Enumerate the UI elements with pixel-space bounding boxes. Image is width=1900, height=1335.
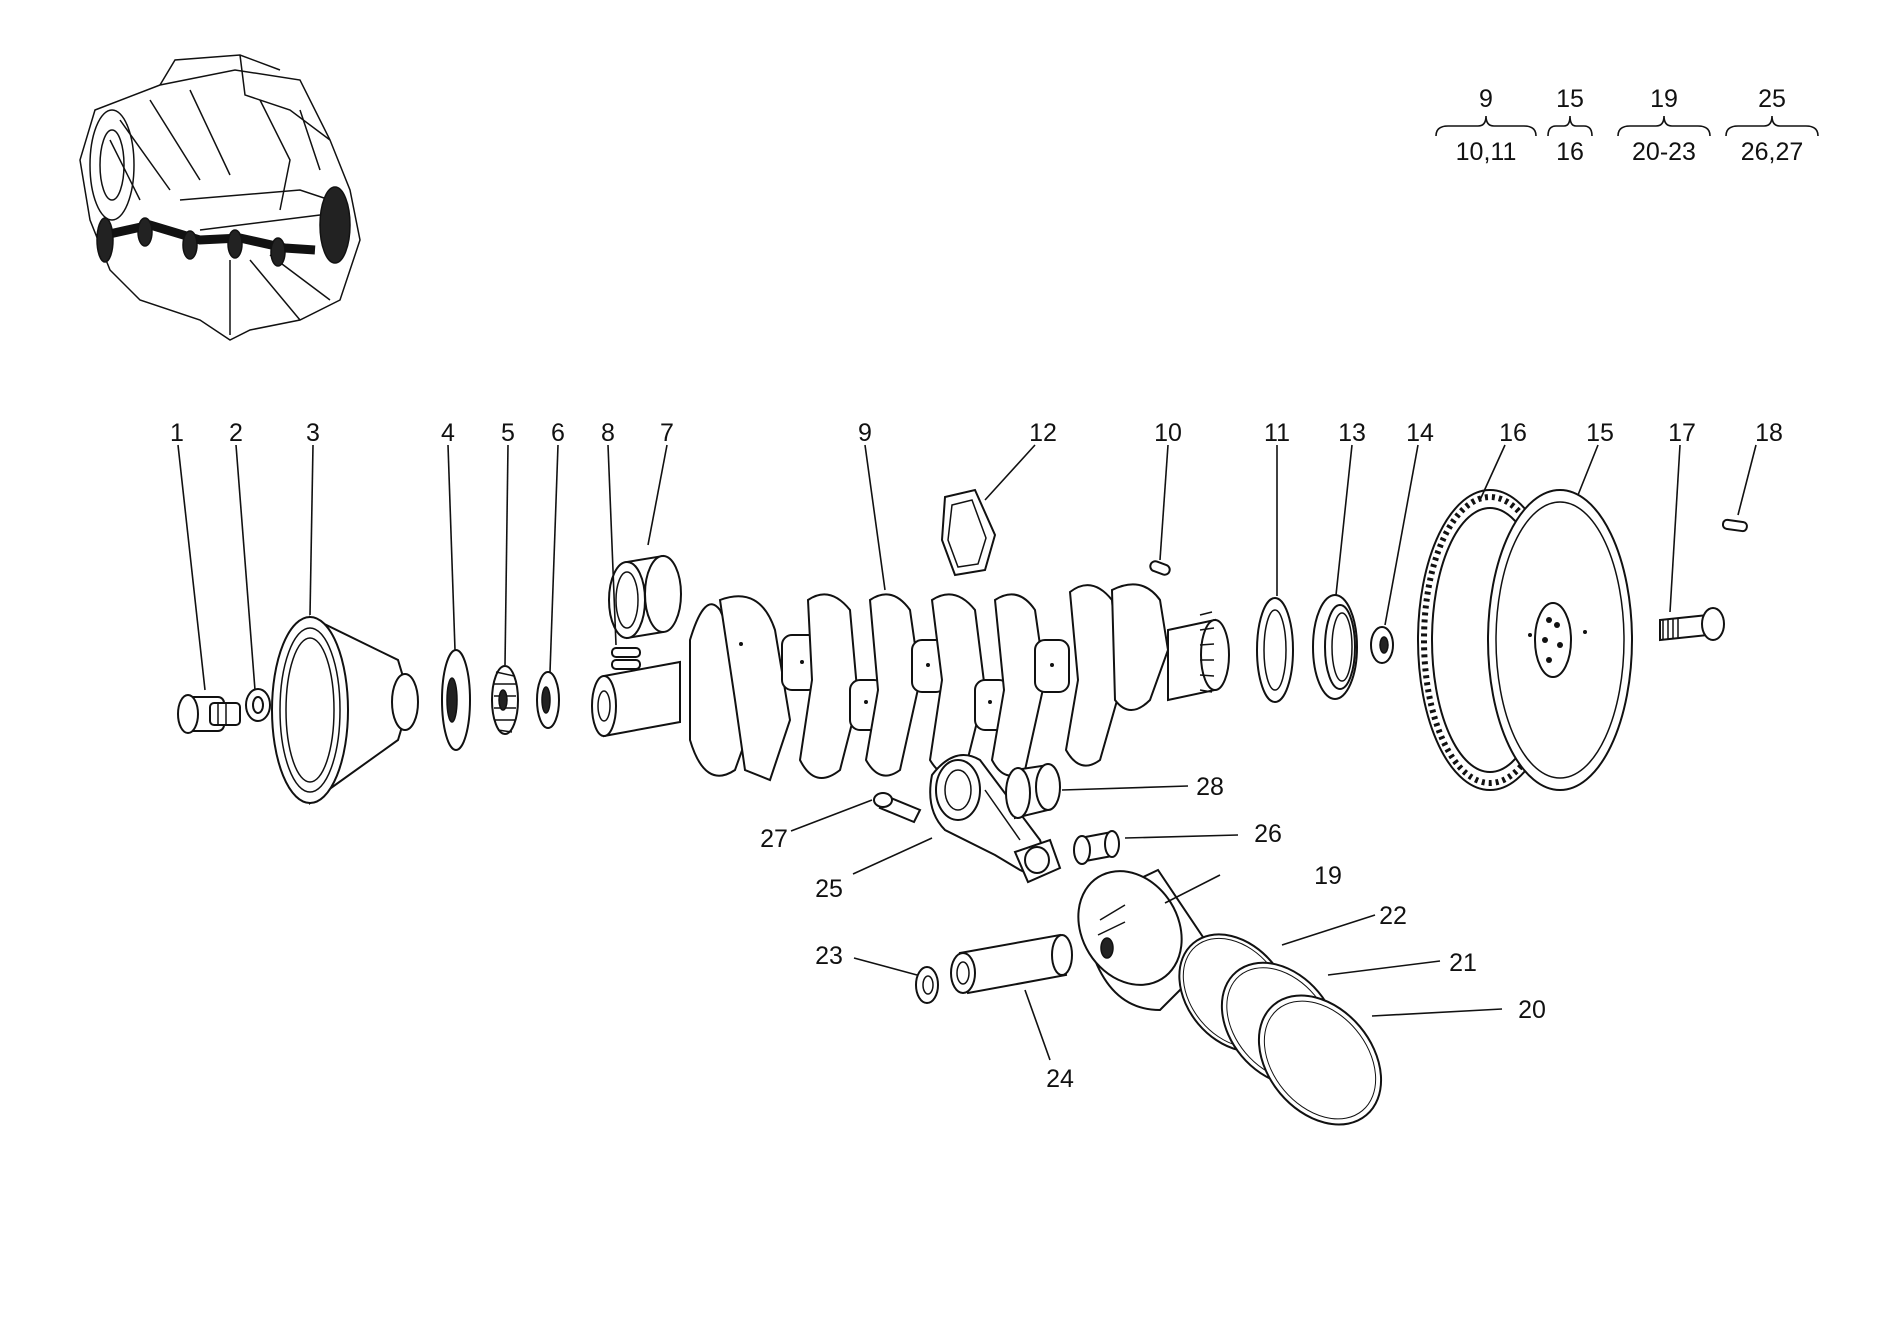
part-1-bolt-icon: [177, 694, 241, 734]
callout-16: 16: [1499, 419, 1527, 447]
part-13-oil-seal-icon: [1312, 594, 1358, 700]
callout-21: 21: [1449, 949, 1477, 977]
group-brace: [1435, 115, 1537, 137]
part-7-bush-icon: [608, 554, 682, 640]
connecting-rod-icon: [929, 754, 1062, 884]
part-26-bush-icon: [1073, 830, 1120, 865]
group-legend: 9 10,11 15 16 19 20-23 25 26,27: [1435, 85, 1819, 166]
group-brace: [1617, 115, 1711, 137]
callout-15: 15: [1586, 419, 1614, 447]
part-18-pin-icon: [1721, 518, 1748, 533]
callout-8: 8: [601, 419, 615, 447]
group-children-label: 26,27: [1741, 138, 1804, 166]
group-15: 15 16: [1547, 85, 1593, 166]
callout-24: 24: [1046, 1065, 1074, 1093]
callout-19: 19: [1314, 862, 1342, 890]
flywheel-icon: [1487, 489, 1633, 791]
callout-23: 23: [815, 942, 843, 970]
part-28-bearing-shell-icon: [1005, 763, 1061, 820]
piston-ring-20-icon: [1257, 994, 1383, 1126]
callout-27: 27: [760, 825, 788, 853]
part-23-circlip-icon: [915, 966, 939, 1004]
callout-18: 18: [1755, 419, 1783, 447]
callout-28: 28: [1196, 773, 1224, 801]
engine-thumbnail-icon: [79, 54, 361, 341]
callout-1: 1: [170, 419, 184, 447]
part-6-seal-icon: [536, 671, 560, 729]
group-children-label: 10,11: [1456, 138, 1517, 166]
part-27-rod-bolt-icon: [873, 792, 922, 824]
callout-numbers: 1 2 3 4 5 6 7 8 9 10 11 12 13 14 15 16 1…: [170, 419, 1783, 1093]
callout-6: 6: [551, 419, 565, 447]
crankshaft-icon: [591, 583, 1230, 782]
group-parent-label: 25: [1758, 85, 1786, 113]
part-10-dowel-icon: [1149, 560, 1171, 576]
group-9: 9 10,11: [1435, 85, 1537, 166]
part-4-ring-icon: [441, 649, 471, 751]
part-17-bolt-icon: [1659, 607, 1725, 642]
callout-22: 22: [1379, 902, 1407, 930]
callout-2: 2: [229, 419, 243, 447]
leader-lines: [177, 444, 1757, 1061]
callout-11: 11: [1264, 419, 1290, 447]
callout-4: 4: [441, 419, 455, 447]
callout-10: 10: [1154, 419, 1182, 447]
piston-pin-icon: [950, 933, 1073, 995]
callout-9: 9: [858, 419, 872, 447]
group-19: 19 20-23: [1617, 85, 1711, 166]
callout-17: 17: [1668, 419, 1696, 447]
group-brace: [1547, 115, 1593, 137]
part-2-washer-icon: [245, 688, 271, 722]
callout-26: 26: [1254, 820, 1282, 848]
part-11-ring-icon: [1256, 597, 1294, 703]
group-brace: [1725, 115, 1819, 137]
callout-20: 20: [1518, 996, 1546, 1024]
part-14-bearing-icon: [1370, 626, 1394, 664]
group-children-label: 16: [1556, 138, 1584, 166]
callout-25: 25: [815, 875, 843, 903]
part-5-sprocket-icon: [491, 665, 519, 735]
group-25: 25 26,27: [1725, 85, 1819, 166]
pulley-icon: [271, 615, 419, 805]
group-parent-label: 19: [1650, 85, 1678, 113]
callout-12: 12: [1029, 419, 1057, 447]
callout-5: 5: [501, 419, 515, 447]
callout-13: 13: [1338, 419, 1366, 447]
group-parent-label: 15: [1556, 85, 1584, 113]
group-children-label: 20-23: [1632, 138, 1696, 166]
callout-3: 3: [306, 419, 320, 447]
part-12-thrust-washer-icon: [940, 488, 997, 577]
group-parent-label: 9: [1479, 85, 1493, 113]
part-8-key-icon: [611, 647, 641, 670]
callout-7: 7: [660, 419, 674, 447]
callout-14: 14: [1406, 419, 1434, 447]
